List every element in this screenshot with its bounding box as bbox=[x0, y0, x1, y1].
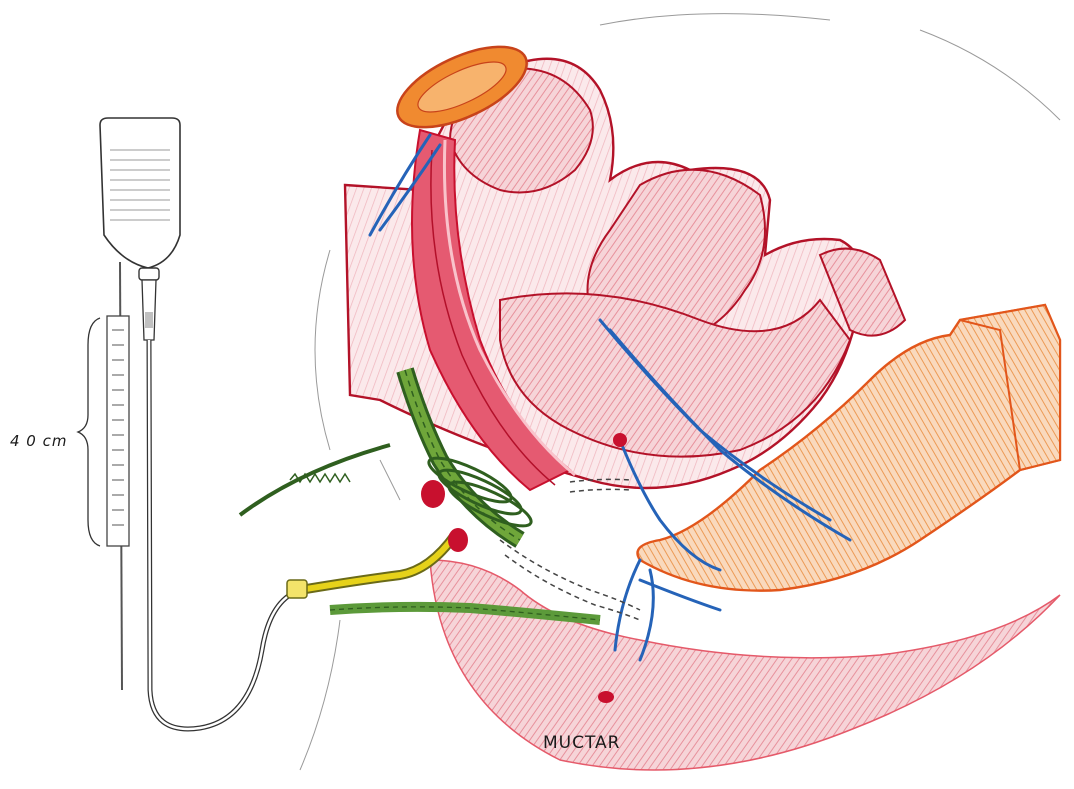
artist-signature: MUCTAR bbox=[543, 733, 621, 753]
irrigation-bottle bbox=[100, 118, 180, 340]
lower-organ bbox=[430, 560, 1060, 770]
measurement-label: 4 0 cm bbox=[10, 432, 67, 450]
measuring-stand bbox=[78, 262, 129, 690]
drip-tubing bbox=[149, 340, 300, 729]
yellow-catheter bbox=[287, 535, 455, 598]
